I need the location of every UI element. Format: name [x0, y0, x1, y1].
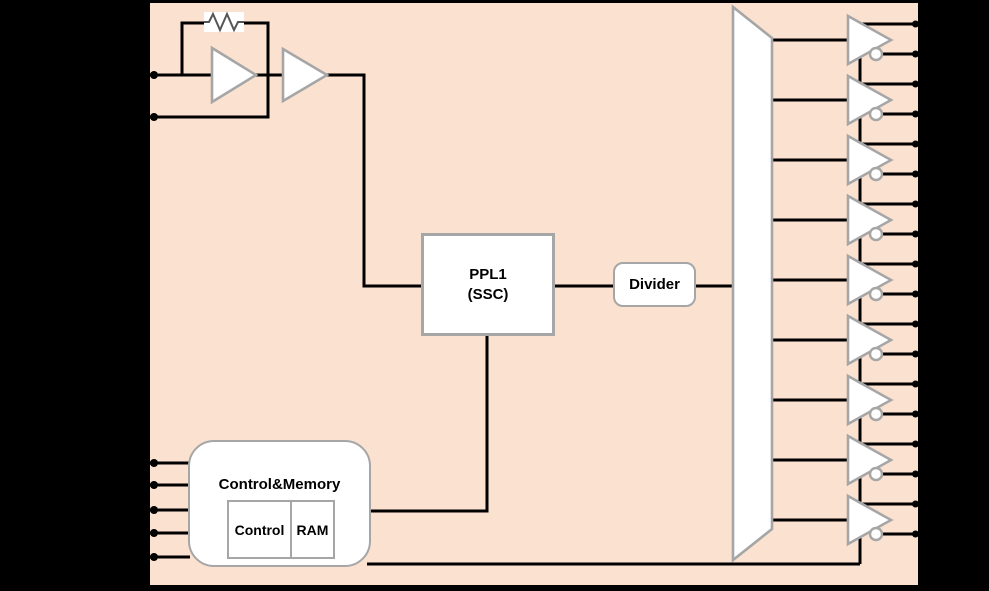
pin-dot — [912, 80, 919, 88]
control-memory-inner-box: Control RAM — [227, 500, 335, 559]
inverter-bubble-icon — [868, 406, 884, 422]
pin-dot — [150, 506, 158, 514]
osc-to-pll-wire — [327, 73, 421, 288]
pin-dot — [150, 459, 158, 467]
pin-dot — [150, 113, 158, 121]
divider-block: Divider — [613, 262, 696, 307]
pin-dot — [912, 410, 919, 418]
clock-distribution-trapezoid-icon — [731, 4, 774, 563]
pin-dot — [912, 500, 919, 508]
pin-dot — [912, 530, 919, 538]
osc-feedback-wire — [150, 21, 270, 119]
inverter-bubble-icon — [868, 346, 884, 362]
pin-dot — [912, 50, 919, 58]
pll-label-line2: (SSC) — [467, 285, 509, 303]
control-memory-block: Control&Memory Control RAM — [188, 440, 371, 567]
pin-dot — [150, 481, 158, 489]
pin-dot — [912, 170, 919, 178]
control-cell: Control — [229, 502, 292, 557]
pll-label-line1: PPL1 — [469, 265, 507, 283]
pin-dot — [912, 110, 919, 118]
inverter-bubble-icon — [868, 466, 884, 482]
pll-block: PPL1 (SSC) — [421, 233, 555, 336]
ram-cell: RAM — [296, 521, 329, 538]
pin-dot — [912, 350, 919, 358]
pin-dot — [912, 230, 919, 238]
pin-dot — [912, 320, 919, 328]
pin-dot — [150, 529, 158, 537]
divider-label: Divider — [629, 276, 680, 293]
inverter-bubble-icon — [868, 46, 884, 62]
pin-dot — [912, 140, 919, 148]
pin-dot — [912, 470, 919, 478]
pin-dot — [912, 200, 919, 208]
pin-dot — [912, 380, 919, 388]
buffer-amp-icon — [281, 46, 330, 104]
pin-dot — [912, 440, 919, 448]
oscillator-amp-icon — [210, 45, 259, 105]
inverter-bubble-icon — [868, 526, 884, 542]
control-memory-title: Control&Memory — [218, 476, 341, 493]
resistor-icon — [204, 11, 244, 33]
inverter-bubble-icon — [868, 106, 884, 122]
pin-dot — [912, 290, 919, 298]
pll-to-control-wire — [367, 330, 489, 513]
pin-dot — [150, 71, 158, 79]
pin-dot — [912, 260, 919, 268]
pin-dot — [150, 553, 158, 561]
pin-dot — [912, 20, 919, 28]
inverter-bubble-icon — [868, 166, 884, 182]
inverter-bubble-icon — [868, 286, 884, 302]
inverter-bubble-icon — [868, 226, 884, 242]
